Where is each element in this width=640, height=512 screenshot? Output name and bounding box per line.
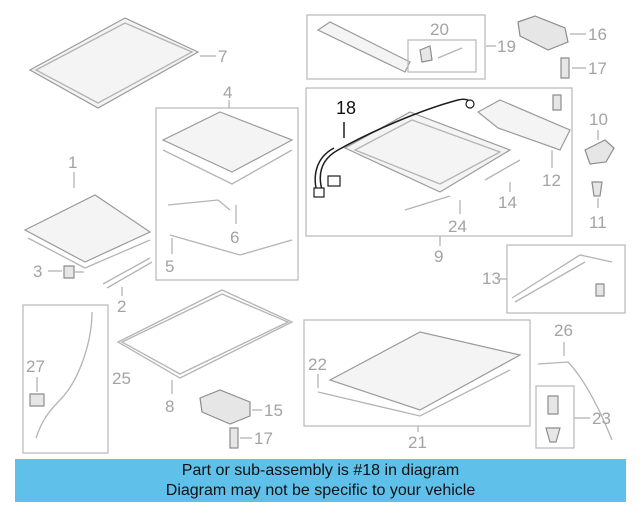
part-8-seal: 8	[116, 289, 294, 416]
callout-5[interactable]: 5	[165, 257, 174, 276]
callout-18[interactable]: 18	[336, 98, 356, 118]
callout-25[interactable]: 25	[112, 369, 131, 388]
callout-4[interactable]: 4	[223, 83, 232, 102]
group-23: 23	[535, 385, 611, 449]
callout-20[interactable]: 20	[430, 20, 449, 39]
part-17-screw-bottom: 17	[229, 427, 273, 449]
callout-26[interactable]: 26	[554, 321, 573, 340]
info-banner: Part or sub-assembly is #18 in diagram D…	[15, 459, 626, 502]
callout-8[interactable]: 8	[165, 397, 174, 416]
banner-line-1: Part or sub-assembly is #18 in diagram	[181, 462, 460, 479]
part-3-bolt: 3	[33, 262, 84, 281]
callout-17-top[interactable]: 17	[588, 59, 607, 78]
callout-6[interactable]: 6	[230, 228, 239, 247]
banner-line-2: Diagram may not be specific to your vehi…	[165, 482, 476, 499]
group-9-frame: 9 12 14 24	[305, 87, 573, 266]
callout-27[interactable]: 27	[26, 357, 45, 376]
group-19: 20 19	[306, 14, 516, 80]
callout-9[interactable]: 9	[434, 247, 443, 266]
part-11-clip: 11	[589, 181, 607, 232]
group-21: 21 22	[303, 319, 531, 452]
callout-19[interactable]: 19	[497, 37, 516, 56]
callout-2[interactable]: 2	[117, 297, 126, 316]
callout-22[interactable]: 22	[308, 355, 327, 374]
callout-3[interactable]: 3	[33, 262, 42, 281]
callout-17-bottom[interactable]: 17	[254, 429, 273, 448]
part-1-glass: 1	[23, 153, 152, 269]
callout-16[interactable]: 16	[588, 25, 607, 44]
part-7-glass-panel: 7	[28, 17, 227, 109]
group-25: 25 27	[22, 304, 131, 454]
callout-14[interactable]: 14	[498, 193, 517, 212]
part-18-harness[interactable]: 18	[313, 98, 475, 198]
callout-1[interactable]: 1	[68, 153, 77, 172]
part-26-rod: 26	[537, 321, 613, 441]
callout-10[interactable]: 10	[589, 110, 608, 129]
part-10-bracket: 10	[584, 110, 615, 165]
callout-13[interactable]: 13	[482, 269, 501, 288]
callout-12[interactable]: 12	[542, 171, 561, 190]
part-17-screw-top: 17	[560, 57, 607, 79]
callout-23[interactable]: 23	[592, 409, 611, 428]
callout-21[interactable]: 21	[408, 433, 427, 452]
callout-15[interactable]: 15	[264, 401, 283, 420]
group-4: 4 6 5	[155, 83, 299, 281]
part-16-motor: 16	[517, 15, 607, 51]
group-13: 13	[482, 244, 626, 314]
part-15-motor: 15	[199, 389, 283, 425]
callout-7[interactable]: 7	[218, 47, 227, 66]
part-2-strip: 2	[102, 257, 153, 316]
callout-11[interactable]: 11	[589, 213, 607, 232]
callout-24[interactable]: 24	[448, 217, 467, 236]
